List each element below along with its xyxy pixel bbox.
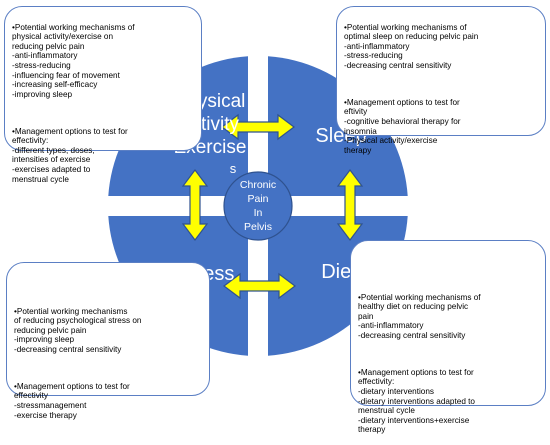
box-physical-activity: •Potential working mechanisms of physica…: [4, 6, 202, 184]
center-line-pelvis: Pelvis: [243, 221, 272, 233]
arrow-physical-sleep: [221, 113, 295, 141]
center-label: Chronic Pain In Pelvis: [226, 178, 290, 234]
box-diet-mechanisms: •Potential working mechanisms of healthy…: [358, 292, 481, 340]
box-stress: •Potential working mechanisms of reducin…: [6, 262, 210, 420]
box-stress-mechanisms: •Potential working mechanisms of reducin…: [14, 306, 142, 354]
box-sleep-mechanisms: •Potential working mechanisms of optimal…: [344, 22, 479, 70]
box-sleep-management: •Management options to test for eftivity…: [344, 97, 461, 155]
diagram-canvas: [108, 56, 408, 356]
arrow-sleep-diet: [336, 169, 364, 241]
arrow-physical-stress: [181, 169, 209, 241]
box-sleep: •Potential working mechanisms of optimal…: [336, 6, 546, 155]
box-diet: •Potential working mechanisms of healthy…: [350, 240, 546, 434]
arrow-stress-diet: [223, 272, 296, 300]
box-stress-management: •Management options to test for effectiv…: [14, 381, 130, 420]
center-line-in: In: [253, 207, 263, 219]
center-circle: [223, 171, 293, 241]
center-line-pain: Pain: [247, 193, 269, 205]
stray-mark: s: [229, 161, 237, 176]
label-diet: Diet: [321, 261, 357, 283]
center-line-chronic: Chronic: [239, 179, 277, 191]
box-physical-management: •Management options to test for effectiv…: [12, 126, 128, 184]
box-physical-mechanisms: •Potential working mechanisms of physica…: [12, 22, 135, 99]
box-diet-management: •Management options to test for effectiv…: [358, 367, 475, 435]
